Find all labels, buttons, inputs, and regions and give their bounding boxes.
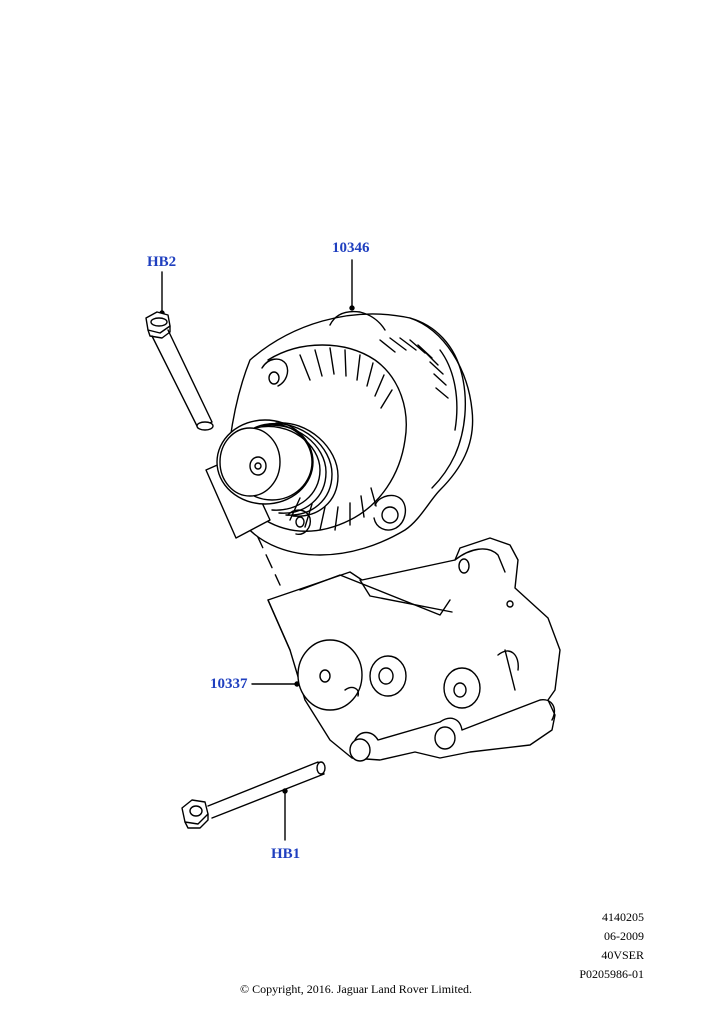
callout-10346[interactable]: 10346 bbox=[332, 240, 370, 256]
lower-bolt-hb1[interactable] bbox=[181, 761, 326, 829]
callout-hb1[interactable]: HB1 bbox=[271, 846, 301, 862]
info-line-1: 4140205 bbox=[602, 910, 644, 924]
leader-dot bbox=[349, 305, 355, 311]
diagram-info-block: 4140205 06-2009 40VSER P0205986-01 bbox=[579, 908, 644, 984]
info-line-2: 06-2009 bbox=[604, 929, 644, 943]
mounting-bracket-10337[interactable] bbox=[267, 537, 561, 762]
upper-bolt-hb2[interactable] bbox=[145, 311, 214, 431]
callout-hb2[interactable]: HB2 bbox=[147, 254, 177, 270]
info-line-3: 40VSER bbox=[601, 948, 644, 962]
copyright-notice: © Copyright, 2016. Jaguar Land Rover Lim… bbox=[239, 982, 473, 996]
info-line-4: P0205986-01 bbox=[579, 967, 644, 981]
alternator-10346[interactable] bbox=[205, 310, 474, 556]
callout-10337[interactable]: 10337 bbox=[210, 676, 248, 692]
